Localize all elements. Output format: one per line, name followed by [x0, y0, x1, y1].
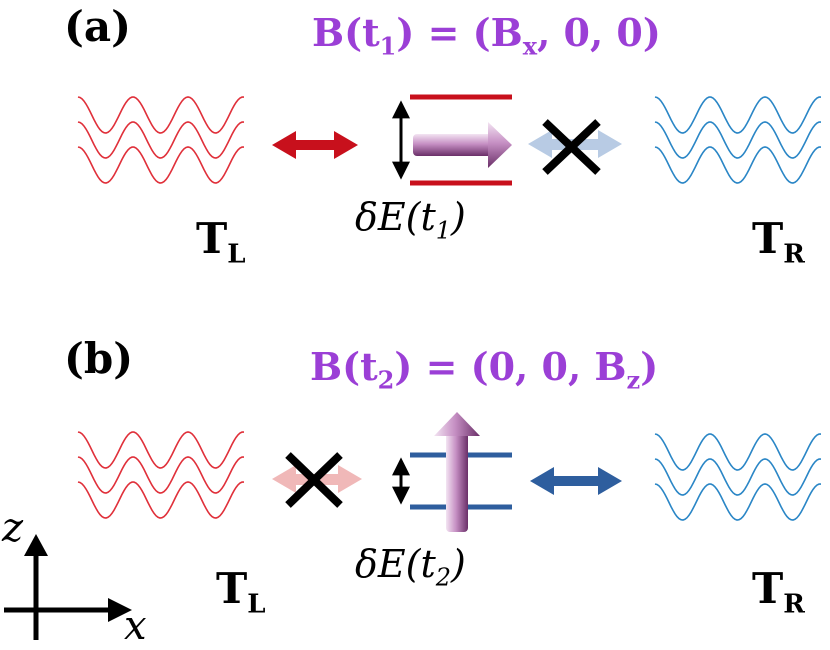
bath-right-b-sub: R: [783, 589, 805, 620]
wave-line: [654, 96, 821, 134]
field-a-rhs-sub: x: [522, 31, 538, 61]
bath-label-right-b: TR: [752, 568, 805, 620]
cross-icon-a: [542, 119, 601, 175]
field-b-lhs-sub: 2: [377, 365, 395, 395]
field-b-tail: ): [640, 344, 659, 389]
bath-left-a-main: T: [196, 214, 228, 263]
panel-label-a: (a): [64, 2, 131, 51]
wave-line: [77, 481, 244, 519]
field-equation-b: B(t2) = (0, 0, Bz): [310, 348, 658, 393]
spin-arrow-z: [434, 412, 480, 532]
bath-left-a-sub: L: [227, 239, 246, 270]
splitting-b-pre: δE(t: [355, 542, 436, 586]
bath-label-left-a: TL: [196, 218, 246, 270]
wave-line: [654, 433, 821, 471]
wave-line: [654, 458, 821, 496]
bath-right-a-main: T: [752, 214, 784, 263]
bath-right-a-sub: R: [783, 239, 805, 270]
field-a-tail: , 0, 0): [537, 10, 661, 55]
wave-line: [77, 146, 244, 184]
bath-left-b-main: T: [216, 564, 248, 613]
energy-levels-a: [410, 94, 512, 186]
wave-line: [654, 146, 821, 184]
bath-label-right-a: TR: [752, 218, 805, 270]
splitting-a-sub: 1: [435, 216, 451, 245]
field-a-rhs: ) = (B: [396, 10, 523, 55]
bath-label-left-b: TL: [216, 568, 266, 620]
panel-label-b: (b): [64, 334, 134, 383]
axis-label-x: x: [124, 603, 147, 649]
field-b-rhs-sub: z: [626, 365, 641, 395]
bath-right-b-main: T: [752, 564, 784, 613]
coupling-arrow-left-a: [272, 131, 358, 159]
right-bath-waves-b: [654, 433, 821, 521]
field-equation-a: B(t1) = (Bx, 0, 0): [312, 14, 661, 59]
splitting-label-b: δE(t2): [355, 545, 466, 590]
field-b-rhs: ) = (0, 0, B: [394, 344, 627, 389]
field-a-lhs: B(t: [312, 10, 380, 55]
axis-label-z: z: [2, 505, 24, 551]
wave-line: [654, 121, 821, 159]
splitting-a-pre: δE(t: [355, 195, 436, 239]
field-a-lhs-sub: 1: [379, 31, 397, 61]
splitting-label-a: δE(t1): [355, 198, 466, 243]
wave-line: [654, 483, 821, 521]
field-b-lhs: B(t: [310, 344, 378, 389]
coupling-arrow-right-b: [530, 467, 622, 495]
splitting-a-post: ): [451, 195, 466, 239]
wave-line: [77, 96, 244, 134]
wave-line: [77, 456, 244, 494]
spin-arrow-x: [413, 122, 512, 168]
cross-icon-b: [285, 452, 343, 508]
left-bath-waves-a: [77, 96, 244, 184]
splitting-b-post: ): [451, 542, 466, 586]
bath-left-b-sub: L: [247, 589, 266, 620]
left-bath-waves-b: [77, 431, 244, 519]
right-bath-waves-a: [654, 96, 821, 184]
splitting-b-sub: 2: [435, 563, 451, 592]
wave-line: [77, 121, 244, 159]
axes-icon: [4, 534, 132, 640]
wave-line: [77, 431, 244, 469]
